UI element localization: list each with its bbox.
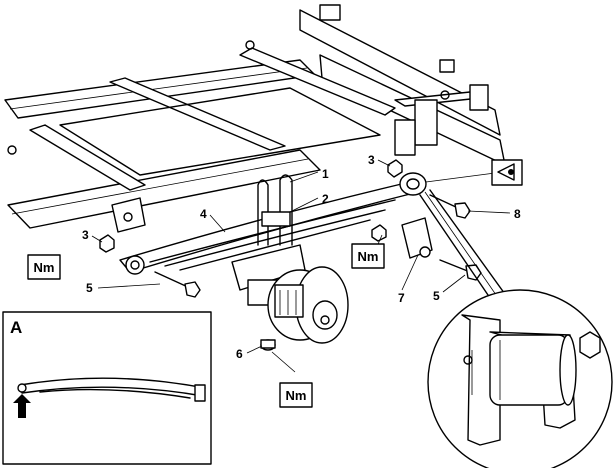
up-arrow-icon [13,394,31,418]
callout-7: 7 [398,291,405,305]
callout-2: 2 [322,192,329,206]
callout-3-rear: 3 [368,153,375,167]
callout-5-rear: 5 [433,289,440,303]
torque-box-mid: Nm [351,243,385,269]
detail-magnifier [419,189,613,468]
rear-spring-eye [399,172,427,196]
nut-3-front [99,234,115,253]
chassis-frame [4,4,506,229]
leaf-spring [119,172,427,275]
torque-label: Nm [358,249,379,264]
torque-box-bottom: Nm [279,382,313,408]
callout-numbers: 1 2 3 3 4 5 5 6 7 8 A [10,153,521,361]
callout-8: 8 [514,207,521,221]
bolt-5-front-head [184,281,201,298]
fasteners [99,159,482,351]
inset-label: A [10,318,22,337]
torque-label: Nm [286,388,307,403]
front-hanger-bracket [111,197,146,233]
inset-a [2,311,212,465]
torque-box-left: Nm [27,254,61,280]
callout-6: 6 [236,347,243,361]
nut-3-rear [387,159,403,178]
callout-3-front: 3 [82,228,89,242]
bolt-8-head [454,202,471,219]
u-bolts [257,174,293,246]
axle-hub-assembly [231,244,349,344]
leader-lines [91,159,511,373]
front-spring-eye [125,255,145,275]
eye-view-icon [491,159,523,186]
callout-5-front: 5 [86,281,93,295]
torque-label: Nm [34,260,55,275]
spring-plate [261,211,291,227]
callout-1: 1 [322,167,329,181]
spring-shackle [401,217,433,259]
callout-4: 4 [200,207,207,221]
